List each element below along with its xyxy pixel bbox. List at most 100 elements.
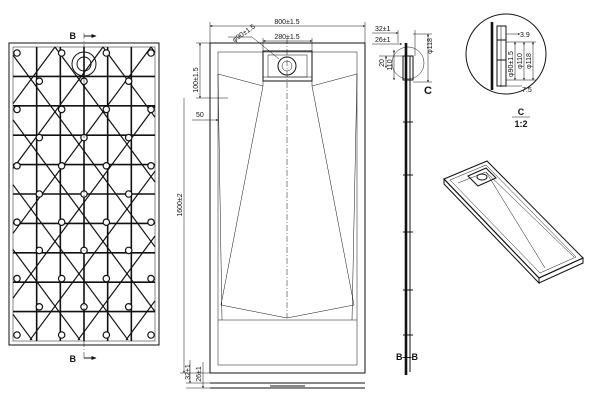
- bottom-view: B B: [8, 31, 160, 364]
- support-boss: [57, 331, 66, 339]
- rib-diagonal: [77, 235, 156, 341]
- rib-diagonal: [12, 46, 104, 169]
- section-bb: 32±1 26±1 20 110 φ118 C B—B: [372, 26, 434, 375]
- support-boss: [13, 218, 21, 227]
- iso-front-face: [443, 177, 540, 285]
- slope-line-top: [217, 73, 358, 87]
- support-boss: [35, 77, 44, 86]
- iso-slope-line: [457, 171, 575, 258]
- bottom-thickness-total: 32±1: [185, 364, 192, 380]
- support-boss: [35, 190, 44, 198]
- support-boss: [102, 218, 111, 227]
- drain-width-label: 280±1.5: [274, 34, 299, 41]
- support-boss: [147, 331, 155, 339]
- support-bosses: [13, 49, 155, 339]
- support-boss: [147, 274, 155, 283]
- section-dim-110: 110: [387, 59, 394, 70]
- slope-line-right: [351, 73, 358, 321]
- detail-c-drain-wall: [496, 25, 507, 87]
- rib-diagonal: [12, 249, 81, 341]
- border-dim-label: 50: [196, 112, 204, 119]
- tray-inner-border: [217, 51, 358, 366]
- bottom-thickness-edge: 26±1: [196, 366, 203, 382]
- edge-profile: 32±1 26±1: [185, 360, 365, 389]
- support-boss: [57, 274, 66, 283]
- support-boss: [13, 331, 21, 339]
- rib-diagonal: [12, 46, 56, 105]
- slope-fan-bottom: [220, 304, 355, 319]
- rib-diagonal: [12, 119, 156, 312]
- rib-diagonal: [12, 313, 33, 341]
- iso-slope-fan: [485, 171, 546, 269]
- detail-c-dim-3-9: 3.9: [520, 32, 530, 39]
- support-boss: [147, 49, 155, 57]
- section-dim-20: 20: [379, 59, 386, 67]
- detail-c-dim-7-5: 7.5: [522, 87, 532, 94]
- detail-c-callout-circle: [391, 46, 425, 80]
- section-thickness-total: 32±1: [375, 26, 391, 33]
- detail-c-callout-label: C: [424, 85, 432, 97]
- rib-diagonal: [125, 300, 156, 341]
- support-boss: [35, 246, 44, 255]
- support-boss: [35, 133, 44, 142]
- section-thickness-edge: 26±1: [375, 37, 391, 44]
- rib-diagonal: [54, 46, 156, 183]
- slope-line-left: [217, 73, 223, 321]
- support-boss: [147, 162, 155, 170]
- support-boss: [147, 218, 155, 227]
- support-boss: [57, 49, 66, 57]
- support-boss: [102, 49, 111, 57]
- drain-housing-inner: [267, 54, 308, 78]
- support-boss: [57, 105, 66, 114]
- top-view: 800±1.5 280±1.5 φ90±1.5 100±1.5 50 1600±…: [177, 19, 366, 374]
- support-boss: [13, 274, 21, 283]
- detail-c: 3.9 φ90±1.5 φ110 φ118 7.5 C 1:2: [465, 13, 547, 129]
- offset-dim-label: 100±1.5: [193, 67, 200, 92]
- support-boss: [124, 133, 133, 142]
- iso-top-face: [443, 160, 584, 279]
- support-boss: [124, 77, 133, 86]
- support-boss: [35, 302, 44, 311]
- length-dim-label: 1600±2: [177, 193, 184, 216]
- detail-c-circle: [465, 13, 547, 95]
- support-boss: [13, 162, 21, 170]
- rib-diagonal: [12, 54, 156, 248]
- support-boss: [102, 274, 111, 283]
- drain-housing: [262, 50, 313, 82]
- support-boss: [124, 190, 133, 198]
- section-dim-118: φ118: [427, 38, 434, 54]
- detail-c-dim-118: φ118: [526, 53, 533, 69]
- rib-diagonal: [12, 184, 129, 341]
- detail-c-title-letter: C: [518, 107, 525, 117]
- support-boss: [57, 162, 66, 170]
- support-boss: [102, 105, 111, 114]
- section-mark-bottom: B: [70, 354, 77, 364]
- tray-outline: [209, 42, 366, 374]
- rib-diagonal: [29, 170, 156, 341]
- slope-fan-right: [311, 85, 355, 306]
- iso-side-face: [538, 257, 584, 284]
- support-boss: [124, 302, 133, 311]
- iso-drain: [467, 167, 497, 187]
- section-mark-top: B: [70, 31, 77, 41]
- detail-c-title-scale: 1:2: [514, 119, 527, 129]
- section-bb-title: B—B: [396, 352, 418, 362]
- detail-c-dim-110: φ110: [517, 53, 524, 69]
- drain-diameter-label: φ90±1.5: [232, 23, 257, 44]
- iso-inner-border: [449, 164, 577, 274]
- support-boss: [124, 246, 133, 255]
- support-boss: [147, 105, 155, 114]
- iso-drain-hole: [476, 173, 488, 181]
- section-drain-body: [402, 55, 414, 81]
- support-boss: [102, 162, 111, 170]
- support-boss: [57, 218, 66, 227]
- support-boss: [13, 49, 21, 57]
- detail-c-dim-90: φ90±1.5: [508, 51, 515, 77]
- isometric-view: [443, 160, 584, 285]
- slope-fan-left: [220, 85, 264, 306]
- width-dim-label: 800±1.5: [274, 19, 299, 26]
- support-boss: [102, 331, 111, 339]
- drain-diameter-leader: [251, 36, 280, 60]
- support-boss: [13, 105, 21, 114]
